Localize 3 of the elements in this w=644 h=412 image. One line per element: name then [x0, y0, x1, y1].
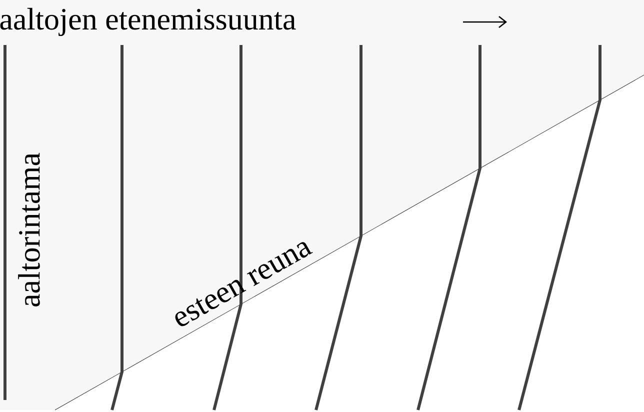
label: aaltojen etenemissuunta — [0, 8, 296, 36]
label: esteen reuna — [175, 242, 313, 326]
label: aaltorintama — [18, 152, 40, 306]
